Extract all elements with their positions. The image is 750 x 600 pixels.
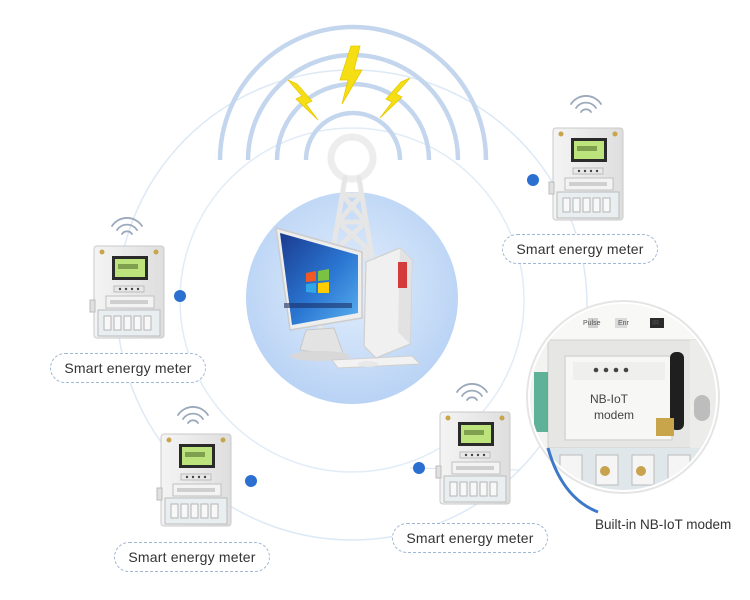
meters [89, 127, 624, 527]
wifi-icon-meter-bottom-left [177, 406, 209, 424]
arc-5 [217, 24, 489, 161]
lightning-icon-left [287, 79, 319, 121]
node-dot-top-right [527, 174, 539, 186]
terminal-label-energy: Enr [618, 320, 629, 327]
modem-chip-label-line1: NB-IoT [590, 392, 629, 406]
terminal-label-ir: IR [652, 320, 659, 327]
modem-cable [546, 447, 599, 514]
modem-chip-label-line2: modem [594, 408, 635, 422]
modem-caption: Built-in NB-IoT modem [595, 517, 732, 532]
wifi-icons [111, 95, 602, 424]
meter-label-bottom-right: Smart energy meter [392, 523, 548, 553]
lightning-icon-right [379, 77, 411, 119]
meter-top-right [548, 127, 624, 221]
lightning-icons [287, 45, 411, 121]
meter-label-left: Smart energy meter [50, 353, 206, 383]
arc-2 [303, 110, 403, 161]
node-dot-left [174, 290, 186, 302]
meter-bottom-right [435, 411, 511, 505]
meter-bottom-left [156, 433, 232, 527]
meter-left [89, 245, 165, 339]
wifi-icon-meter-bottom-right [456, 383, 488, 401]
desktop-computer-icon [275, 226, 422, 369]
lightning-icon-center [339, 45, 363, 105]
terminal-label-power: Pulse [583, 320, 601, 327]
wifi-icon-meter-left [111, 217, 143, 235]
wifi-icon-meter-top-right [570, 95, 602, 113]
node-dot-bottom-right [413, 462, 425, 474]
node-dot-bottom-left [245, 475, 257, 487]
meter-label-top-right: Smart energy meter [502, 234, 658, 264]
meter-label-bottom-left: Smart energy meter [114, 542, 270, 572]
